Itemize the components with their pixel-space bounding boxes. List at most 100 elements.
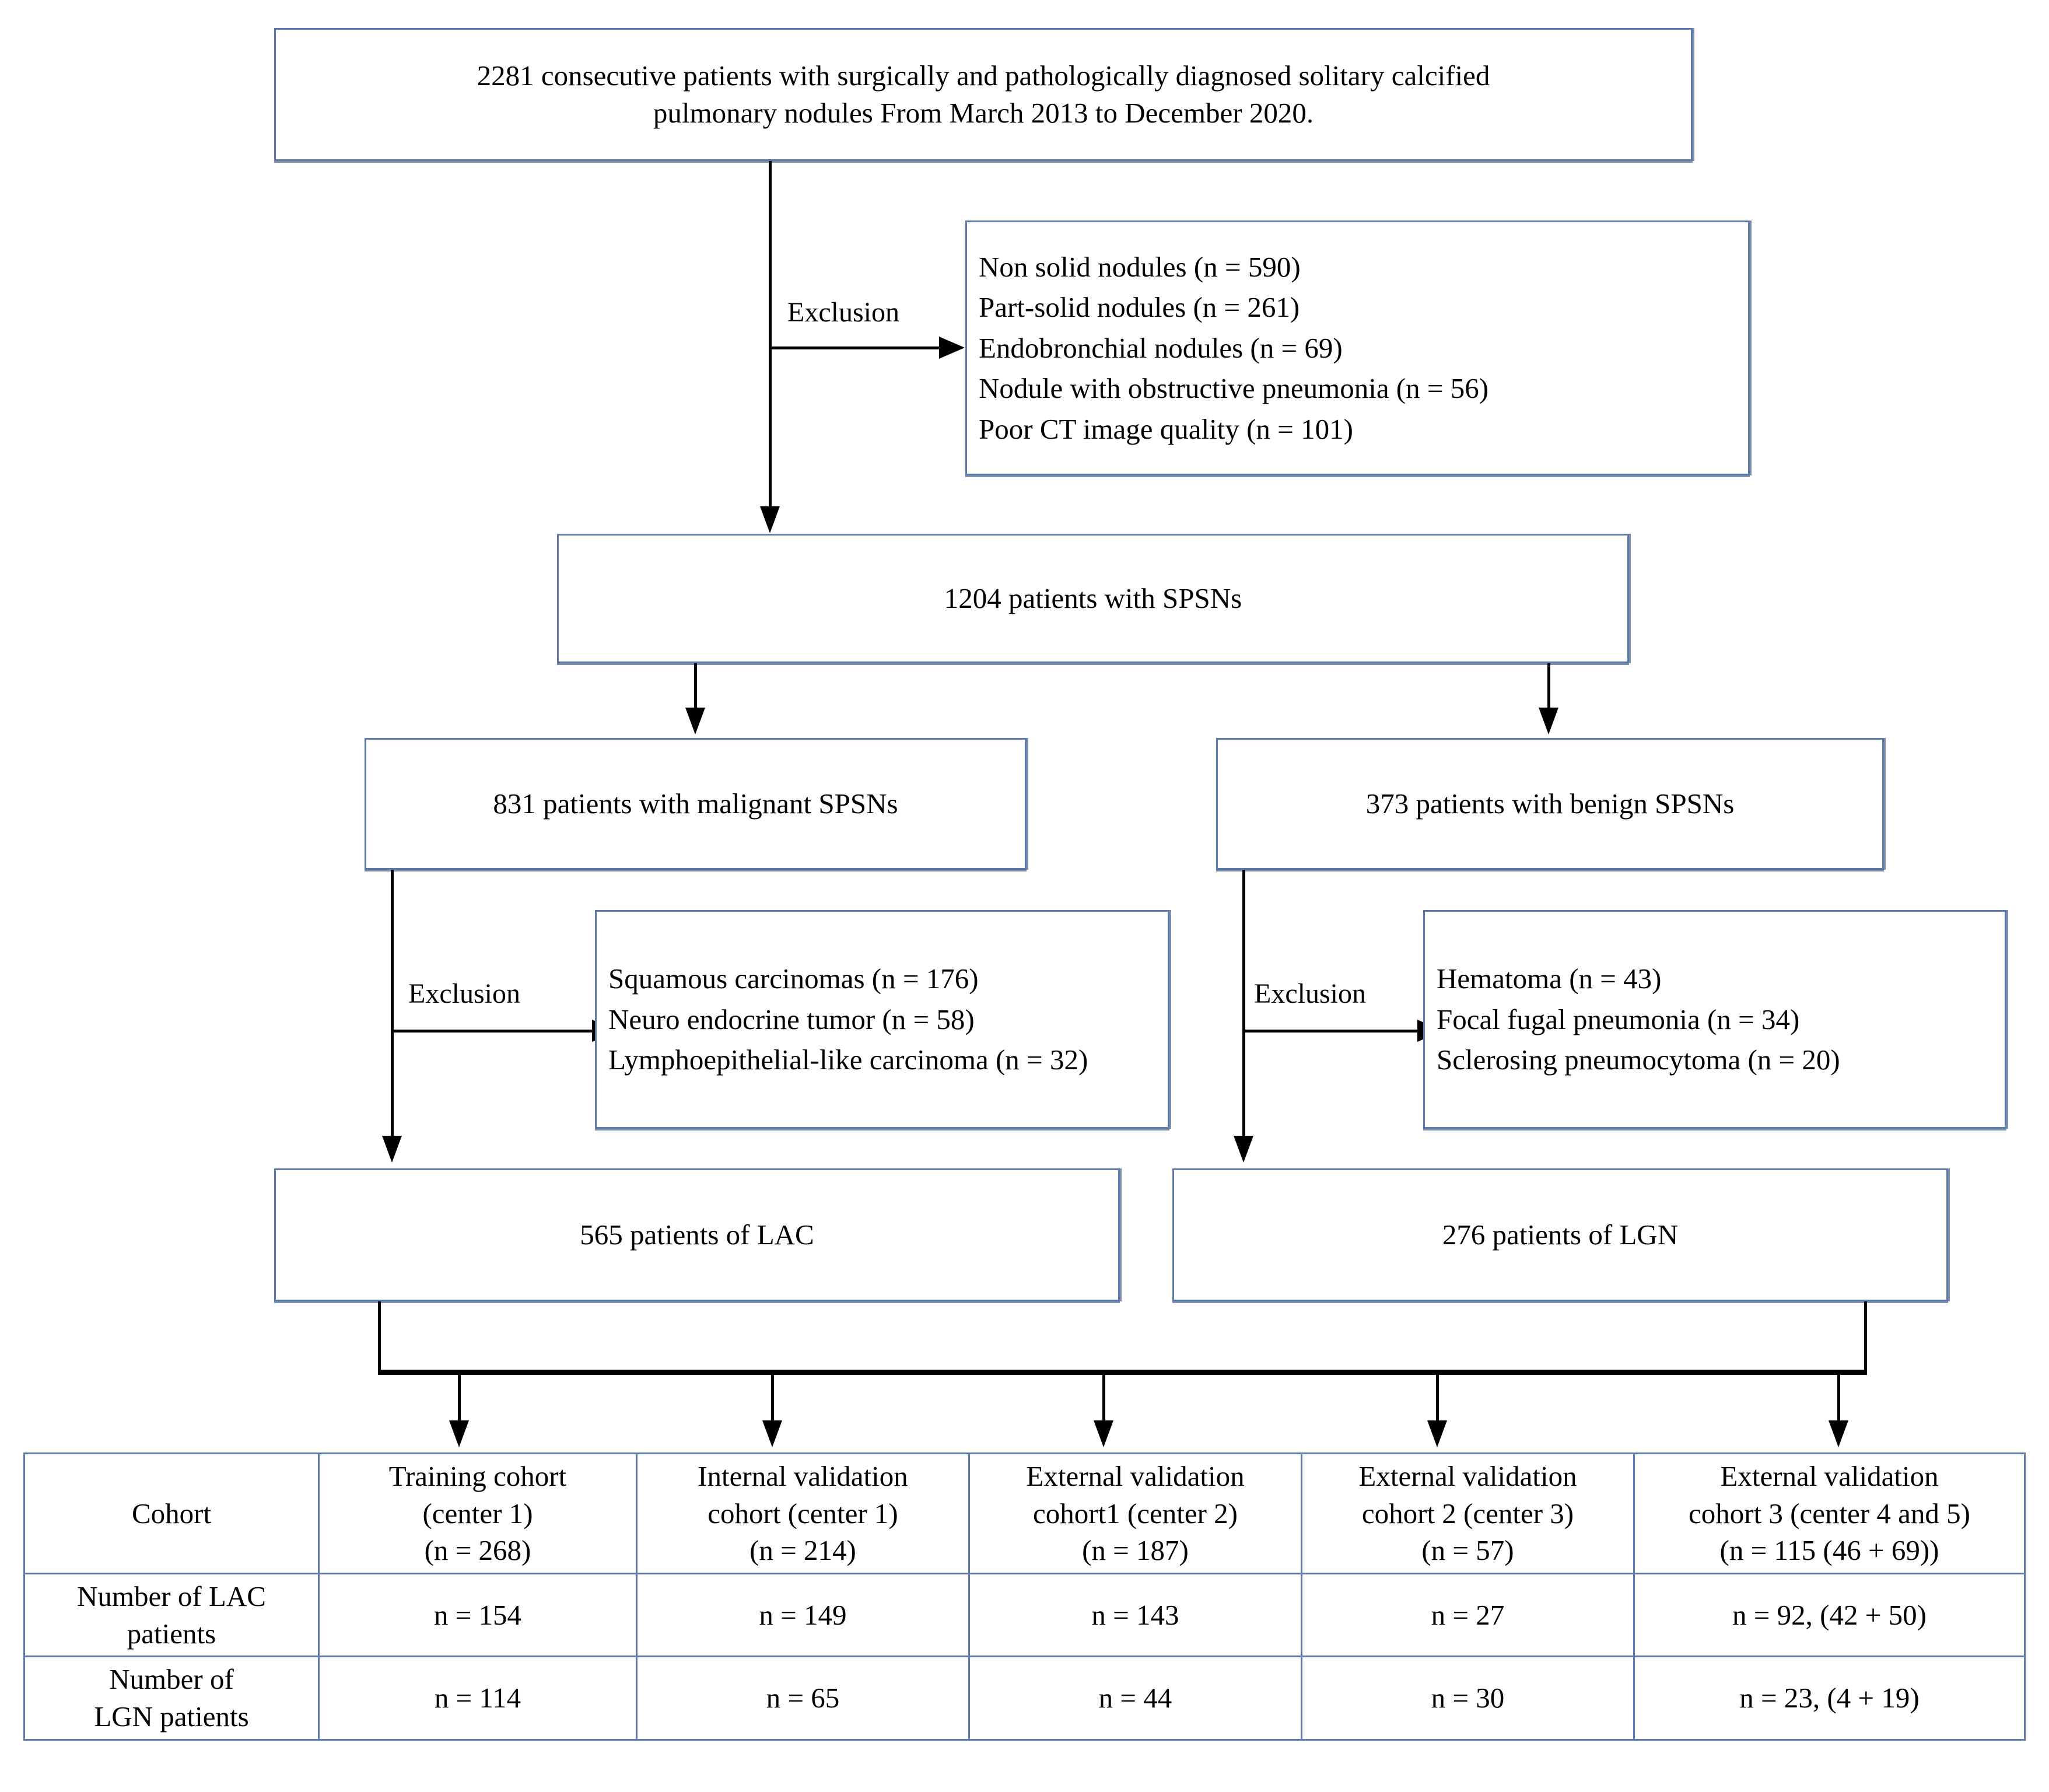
cohort-table: Cohort Training cohort (center 1) (n = 2… (23, 1452, 2026, 1741)
connector-spsn-to-malignant (694, 663, 697, 711)
header-line-1: Training cohort (388, 1460, 567, 1492)
arrowhead-branch-training (449, 1420, 469, 1447)
total-patients-line1: 2281 consecutive patients with surgicall… (477, 60, 1490, 92)
arrowhead-branch-external1 (1094, 1420, 1113, 1447)
exclusion-3-item: Focal fugal pneumonia (n = 34) (1437, 1003, 1800, 1035)
exclusion-2-item: Lymphoepithelial-like carcinoma (n = 32) (608, 1044, 1088, 1076)
node-benign-spsn: 373 patients with benign SPSNs (1216, 738, 1884, 870)
connector-branch-external2 (1436, 1373, 1439, 1424)
node-malignant-spsn: 831 patients with malignant SPSNs (365, 738, 1027, 870)
exclusion-label-2: Exclusion (408, 978, 520, 1009)
total-patients-line2: pulmonary nodules From March 2013 to Dec… (653, 97, 1314, 129)
header-line-2: cohort 3 (center 4 and 5) (1689, 1497, 1970, 1530)
row-label-lac: Number of LAC patients (23, 1573, 320, 1658)
header-line-1: External validation (1026, 1460, 1245, 1492)
exclusion-1-item: Non solid nodules (n = 590) (979, 250, 1301, 283)
exclusion-3-item: Hematoma (n = 43) (1437, 963, 1662, 995)
arrowhead-spsn-to-malignant (685, 708, 705, 734)
connector-benign-to-lgn (1242, 870, 1245, 1139)
node-lac-patients: 565 patients of LAC (274, 1168, 1120, 1301)
header-line-2: (center 1) (422, 1497, 533, 1530)
exclusion-3-item: Sclerosing pneumocytoma (n = 20) (1437, 1044, 1840, 1076)
node-lac-patients-text: 565 patients of LAC (580, 1219, 814, 1251)
cell-lac-external-validation-2: n = 27 (1301, 1573, 1635, 1658)
cell-lac-external-validation-1: n = 143 (968, 1573, 1302, 1658)
header-line-2: cohort (center 1) (707, 1497, 898, 1530)
table-header-cell-internal-validation: Internal validation cohort (center 1) (n… (636, 1452, 970, 1575)
connector-lac-drop (378, 1301, 381, 1373)
table-header-cell-external-validation-1: External validation cohort1 (center 2) (… (968, 1452, 1302, 1575)
node-spsn-patients: 1204 patients with SPSNs (557, 534, 1629, 663)
exclusion-label-1: Exclusion (787, 297, 899, 328)
arrowhead-malignant-to-lac (382, 1136, 402, 1163)
header-line-1: Cohort (131, 1497, 212, 1530)
table-header-cell-cohort: Cohort (23, 1452, 320, 1575)
row-label-line-2: LGN patients (94, 1700, 249, 1733)
header-line-3: (n = 268) (424, 1534, 531, 1567)
arrowhead-top-to-spsn (760, 506, 780, 533)
cell-lgn-external-validation-3: n = 23, (4 + 19) (1633, 1656, 2026, 1741)
arrowhead-branch-external2 (1427, 1420, 1447, 1447)
arrowhead-exclusion-1 (939, 337, 965, 359)
row-label-lgn: Number of LGN patients (23, 1656, 320, 1741)
connector-branch-training (458, 1373, 461, 1424)
cell-lac-internal-validation: n = 149 (636, 1573, 970, 1658)
header-line-3: (n = 57) (1421, 1534, 1514, 1567)
connector-top-to-spsn (769, 161, 772, 510)
connector-distribution-bar (378, 1370, 1867, 1375)
exclusion-1-item: Poor CT image quality (n = 101) (979, 412, 1353, 445)
node-exclusion-criteria-1: Non solid nodules (n = 590) Part-solid n… (965, 220, 1750, 475)
header-line-2: cohort 2 (center 3) (1361, 1497, 1574, 1530)
exclusion-1-item: Endobronchial nodules (n = 69) (979, 331, 1343, 364)
table-header-row: Cohort Training cohort (center 1) (n = 2… (23, 1452, 2026, 1575)
table-header-cell-external-validation-2: External validation cohort 2 (center 3) … (1301, 1452, 1635, 1575)
cell-lac-training: n = 154 (318, 1573, 638, 1658)
connector-exclusion-2 (392, 1030, 593, 1032)
header-line-3: (n = 187) (1082, 1534, 1189, 1567)
connector-branch-internal (771, 1373, 774, 1424)
header-line-1: External validation (1358, 1460, 1577, 1492)
node-exclusion-criteria-2: Squamous carcinomas (n = 176) Neuro endo… (595, 910, 1169, 1129)
exclusion-1-item: Part-solid nodules (n = 261) (979, 291, 1300, 324)
header-line-2: cohort1 (center 2) (1033, 1497, 1238, 1530)
connector-lgn-drop (1864, 1301, 1867, 1373)
node-benign-spsn-text: 373 patients with benign SPSNs (1365, 788, 1735, 820)
exclusion-1-list: Non solid nodules (n = 590) Part-solid n… (967, 241, 1748, 456)
header-line-3: (n = 214) (749, 1534, 856, 1567)
exclusion-2-item: Squamous carcinomas (n = 176) (608, 963, 979, 995)
header-line-1: External validation (1720, 1460, 1939, 1492)
cell-lgn-internal-validation: n = 65 (636, 1656, 970, 1741)
node-malignant-spsn-text: 831 patients with malignant SPSNs (493, 788, 898, 820)
cell-lgn-training: n = 114 (318, 1656, 638, 1741)
table-row-lac: Number of LAC patients n = 154 n = 149 n… (23, 1573, 2026, 1658)
arrowhead-spsn-to-benign (1539, 708, 1558, 734)
header-line-3: (n = 115 (46 + 69)) (1719, 1534, 1939, 1567)
arrowhead-benign-to-lgn (1234, 1136, 1253, 1163)
arrowhead-branch-external3 (1829, 1420, 1848, 1447)
connector-branch-external3 (1837, 1373, 1840, 1424)
exclusion-label-3: Exclusion (1254, 978, 1366, 1009)
arrowhead-branch-internal (762, 1420, 782, 1447)
table-header-cell-external-validation-3: External validation cohort 3 (center 4 a… (1633, 1452, 2026, 1575)
cell-lac-external-validation-3: n = 92, (42 + 50) (1633, 1573, 2026, 1658)
cell-lgn-external-validation-1: n = 44 (968, 1656, 1302, 1741)
connector-spsn-to-benign (1547, 663, 1550, 711)
header-line-1: Internal validation (698, 1460, 908, 1492)
node-lgn-patients-text: 276 patients of LGN (1442, 1219, 1679, 1251)
row-label-line-2: patients (127, 1617, 216, 1650)
node-spsn-patients-text: 1204 patients with SPSNs (944, 582, 1242, 615)
connector-exclusion-1 (770, 346, 940, 349)
exclusion-2-item: Neuro endocrine tumor (n = 58) (608, 1003, 975, 1035)
cell-lgn-external-validation-2: n = 30 (1301, 1656, 1635, 1741)
node-total-patients-text: 2281 consecutive patients with surgicall… (467, 57, 1501, 131)
table-header-cell-training: Training cohort (center 1) (n = 268) (318, 1452, 638, 1575)
exclusion-3-list: Hematoma (n = 43) Focal fugal pneumonia … (1425, 953, 2005, 1086)
exclusion-2-list: Squamous carcinomas (n = 176) Neuro endo… (597, 953, 1168, 1086)
connector-malignant-to-lac (391, 870, 394, 1139)
node-exclusion-criteria-3: Hematoma (n = 43) Focal fugal pneumonia … (1423, 910, 2006, 1129)
connector-branch-external1 (1102, 1373, 1105, 1424)
connector-exclusion-3 (1244, 1030, 1418, 1032)
table-row-lgn: Number of LGN patients n = 114 n = 65 n … (23, 1656, 2026, 1741)
node-total-patients: 2281 consecutive patients with surgicall… (274, 28, 1693, 161)
